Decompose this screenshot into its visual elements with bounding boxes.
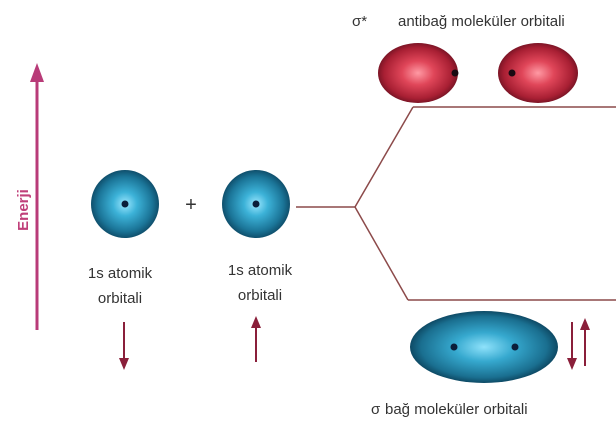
nucleus-dot xyxy=(122,201,129,208)
antibonding-lobe-left xyxy=(378,43,458,103)
spin-down-arrow xyxy=(567,322,577,370)
atomic-orbital-2: 1s atomik orbitali xyxy=(222,170,293,362)
spin-down-arrow xyxy=(119,322,129,370)
bonding-orbital: σ bağ moleküler orbitali xyxy=(371,311,590,418)
connector-lines xyxy=(296,107,616,300)
atomic-orbital-1: 1s atomik orbitali xyxy=(88,170,159,370)
atomic-orbital-2-label-line2: orbitali xyxy=(238,287,282,304)
nucleus-dot xyxy=(512,344,519,351)
atomic-orbital-1-label-line1: 1s atomik xyxy=(88,265,153,282)
connector-to-bonding xyxy=(355,207,408,300)
bonding-label: bağ moleküler orbitali xyxy=(385,401,528,418)
nucleus-dot xyxy=(253,201,260,208)
atomic-orbital-1-label-line2: orbitali xyxy=(98,290,142,307)
antibonding-label: antibağ moleküler orbitali xyxy=(398,13,565,30)
bonding-orbital-ellipse xyxy=(410,311,558,383)
energy-axis-arrowhead xyxy=(30,63,44,82)
bonding-symbol: σ xyxy=(371,401,381,418)
energy-axis: Enerji xyxy=(15,63,44,330)
connector-to-antibonding xyxy=(355,107,413,207)
nucleus-dot xyxy=(452,70,459,77)
nucleus-dot xyxy=(509,70,516,77)
antibonding-symbol: σ* xyxy=(352,13,367,30)
antibonding-orbital: σ* antibağ moleküler orbitali xyxy=(352,13,578,103)
spin-up-arrow xyxy=(251,316,261,362)
energy-axis-label: Enerji xyxy=(15,189,32,231)
atomic-orbital-2-label-line1: 1s atomik xyxy=(228,262,293,279)
spin-up-arrow xyxy=(580,318,590,366)
plus-sign: + xyxy=(185,194,197,216)
nucleus-dot xyxy=(451,344,458,351)
